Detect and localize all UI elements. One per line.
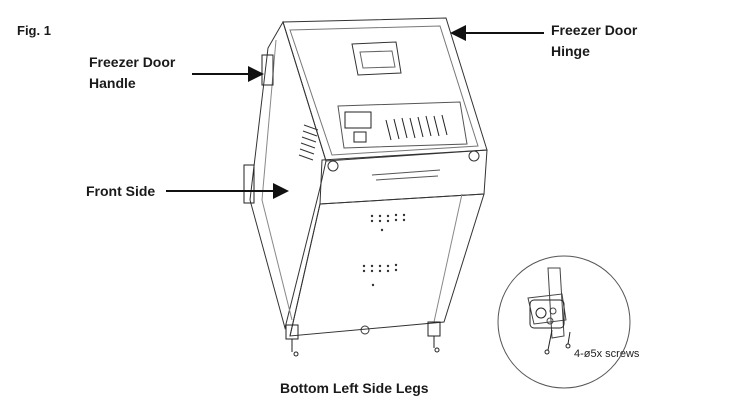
lid-vents-icon (385, 114, 448, 141)
front-side-label: Front Side (86, 183, 156, 199)
lid-inner (289, 25, 479, 156)
screw-detail-inset (497, 255, 631, 389)
lid-handle-icon (351, 41, 402, 76)
leg-icon (285, 321, 441, 357)
dot-pattern (362, 213, 406, 287)
control-panel (337, 101, 468, 149)
lid-outline (282, 17, 488, 162)
side-panel (249, 20, 327, 330)
freezer-door-hinge-label: Freezer Door Hinge (551, 22, 638, 59)
front-body (289, 193, 485, 337)
freezer-door-handle-label: Freezer Door Handle (89, 54, 176, 91)
figure-number: Fig. 1 (17, 23, 51, 38)
bottom-left-side-legs-caption: Bottom Left Side Legs (280, 380, 429, 396)
